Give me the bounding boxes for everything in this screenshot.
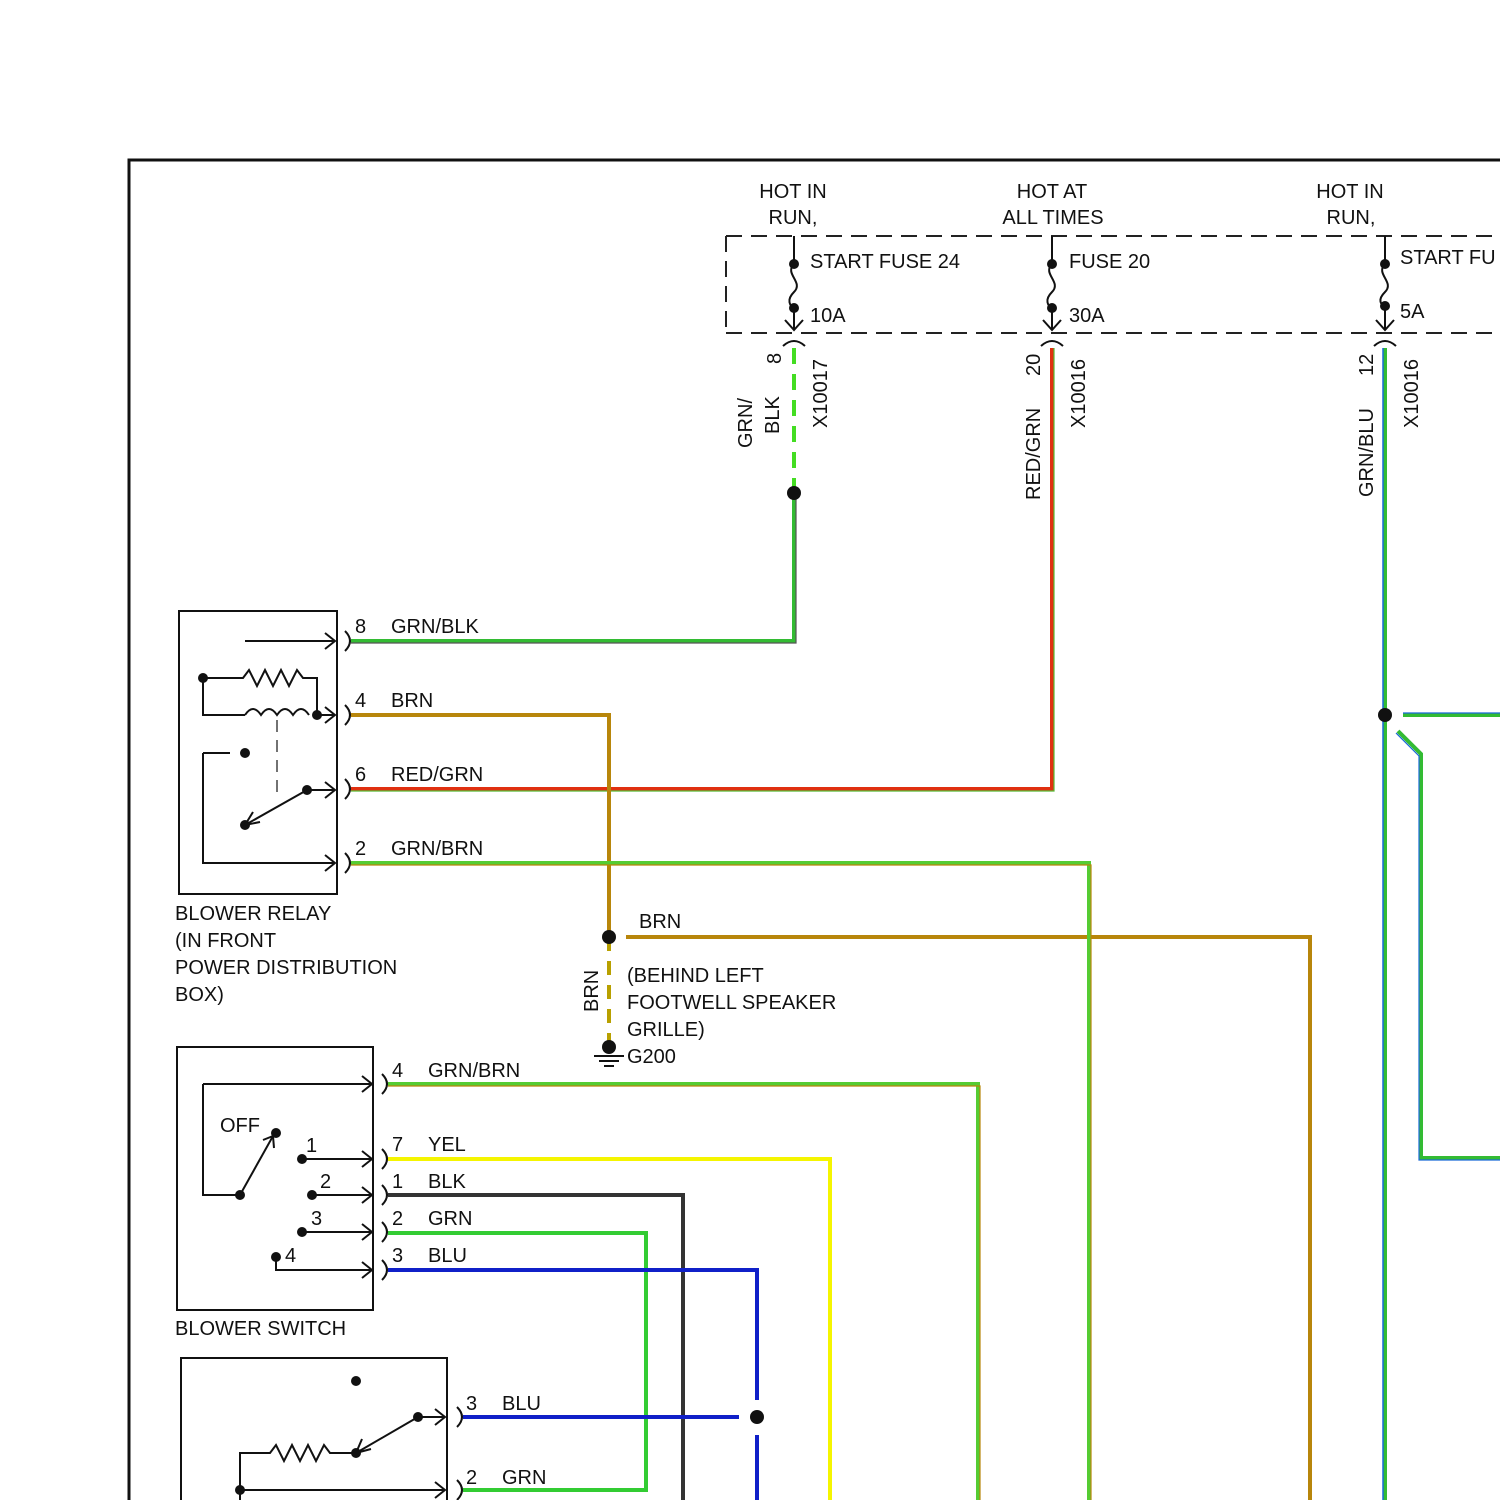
- blower-switch-label: BLOWER SWITCH: [175, 1318, 346, 1340]
- switch-pin-1-wire: BLK: [428, 1171, 466, 1193]
- relay-pin-4-num: 4: [355, 690, 366, 712]
- switch-pos-1: 1: [306, 1135, 317, 1157]
- blower-relay-label-4: BOX): [175, 984, 224, 1006]
- ground-location-2: FOOTWELL SPEAKER: [627, 992, 836, 1014]
- fuse-24: HOT IN RUN, START FUSE 24 10A 8 X10017: [759, 181, 960, 428]
- fuse-right-status-line2: RUN,: [1327, 207, 1376, 229]
- switch-pin-1-num: 1: [392, 1171, 403, 1193]
- wire-grn-blu: [1378, 348, 1500, 1500]
- fuse-24-status-line1: HOT IN: [759, 181, 826, 203]
- ground-icon: [602, 1040, 616, 1054]
- fuse-20-status-line2: ALL TIMES: [1002, 207, 1103, 229]
- ground-g200: BRN BRN (BEHIND LEFT FOOTWELL SPEAKER GR…: [581, 911, 836, 1068]
- fuse-right: HOT IN RUN, START FU 5A 12 X10016: [1316, 181, 1495, 428]
- fuse-right-pin: 12: [1356, 354, 1378, 376]
- relay-pin-6-num: 6: [355, 764, 366, 786]
- splice-grn-blk: [787, 486, 801, 500]
- fuse-right-status-line1: HOT IN: [1316, 181, 1383, 203]
- blower-relay: 8 GRN/BLK 4 BRN 6 RED/GRN 2 GRN/BRN BLOW…: [175, 611, 483, 1006]
- fuse-right-name: START FU: [1400, 247, 1496, 269]
- splice-brn: [602, 930, 616, 944]
- switch-off-label: OFF: [220, 1115, 260, 1137]
- wire-red-grn: [351, 348, 1054, 791]
- switch-pin-3-wire: BLU: [428, 1245, 467, 1267]
- label-grn-blu: GRN/BLU: [1356, 408, 1378, 497]
- switch-pin-4-wire: GRN/BRN: [428, 1060, 520, 1082]
- wire-blu: [388, 1270, 764, 1500]
- wire-grn-blk: [351, 348, 801, 643]
- wire-blk: [388, 1195, 683, 1500]
- relay-pin-2-wire: GRN/BRN: [391, 838, 483, 860]
- relay-pin-2-num: 2: [355, 838, 366, 860]
- fuse-20: HOT AT ALL TIMES FUSE 20 30A 20 X10016: [1002, 181, 1150, 428]
- fuse-24-status-line2: RUN,: [769, 207, 818, 229]
- lower-pin-3-num: 3: [466, 1393, 477, 1415]
- switch-pos-3: 3: [311, 1208, 322, 1230]
- switch-pos-4: 4: [285, 1245, 296, 1267]
- lower-pin-2-wire: GRN: [502, 1467, 546, 1489]
- relay-pin-8-wire: GRN/BLK: [391, 616, 479, 638]
- ground-wire-vertical-label: BRN: [581, 970, 603, 1012]
- lower-pin-3-wire: BLU: [502, 1393, 541, 1415]
- fuse-20-pin: 20: [1023, 354, 1045, 376]
- relay-pin-4-wire: BRN: [391, 690, 433, 712]
- switch-pin-7-wire: YEL: [428, 1134, 466, 1156]
- fuse-right-rating: 5A: [1400, 301, 1425, 323]
- switch-pin-2-num: 2: [392, 1208, 403, 1230]
- blower-relay-label-3: POWER DISTRIBUTION: [175, 957, 397, 979]
- switch-pin-3-num: 3: [392, 1245, 403, 1267]
- lower-component: 3 BLU 2 GRN: [181, 1358, 546, 1500]
- switch-pin-4-num: 4: [392, 1060, 403, 1082]
- label-red-grn: RED/GRN: [1023, 408, 1045, 500]
- switch-pin-2-wire: GRN: [428, 1208, 472, 1230]
- fuse-24-rating: 10A: [810, 305, 846, 327]
- fuse-24-pin: 8: [764, 353, 786, 364]
- lower-pin-2-num: 2: [466, 1467, 477, 1489]
- switch-pin-7-num: 7: [392, 1134, 403, 1156]
- fuse-right-connector: X10016: [1401, 359, 1423, 428]
- label-grn-blk-line1: GRN/: [735, 398, 757, 448]
- fuse-20-name: FUSE 20: [1069, 251, 1150, 273]
- ground-location-3: GRILLE): [627, 1019, 705, 1041]
- fuse-24-name: START FUSE 24: [810, 251, 960, 273]
- blower-relay-label-2: (IN FRONT: [175, 930, 276, 952]
- blower-relay-label-1: BLOWER RELAY: [175, 903, 331, 925]
- ground-wire-right-label: BRN: [639, 911, 681, 933]
- splice-blu: [750, 1410, 764, 1424]
- fuse-20-connector: X10016: [1068, 359, 1090, 428]
- ground-location-1: (BEHIND LEFT: [627, 965, 764, 987]
- ground-id: G200: [627, 1046, 676, 1068]
- fuse-20-rating: 30A: [1069, 305, 1105, 327]
- relay-pin-6-wire: RED/GRN: [391, 764, 483, 786]
- switch-pos-2: 2: [320, 1171, 331, 1193]
- label-grn-blk-line2: BLK: [762, 396, 784, 434]
- fuse-20-status-line1: HOT AT: [1017, 181, 1087, 203]
- splice-grn-blu: [1378, 708, 1392, 722]
- relay-pin-8-num: 8: [355, 616, 366, 638]
- fuse-24-connector: X10017: [810, 359, 832, 428]
